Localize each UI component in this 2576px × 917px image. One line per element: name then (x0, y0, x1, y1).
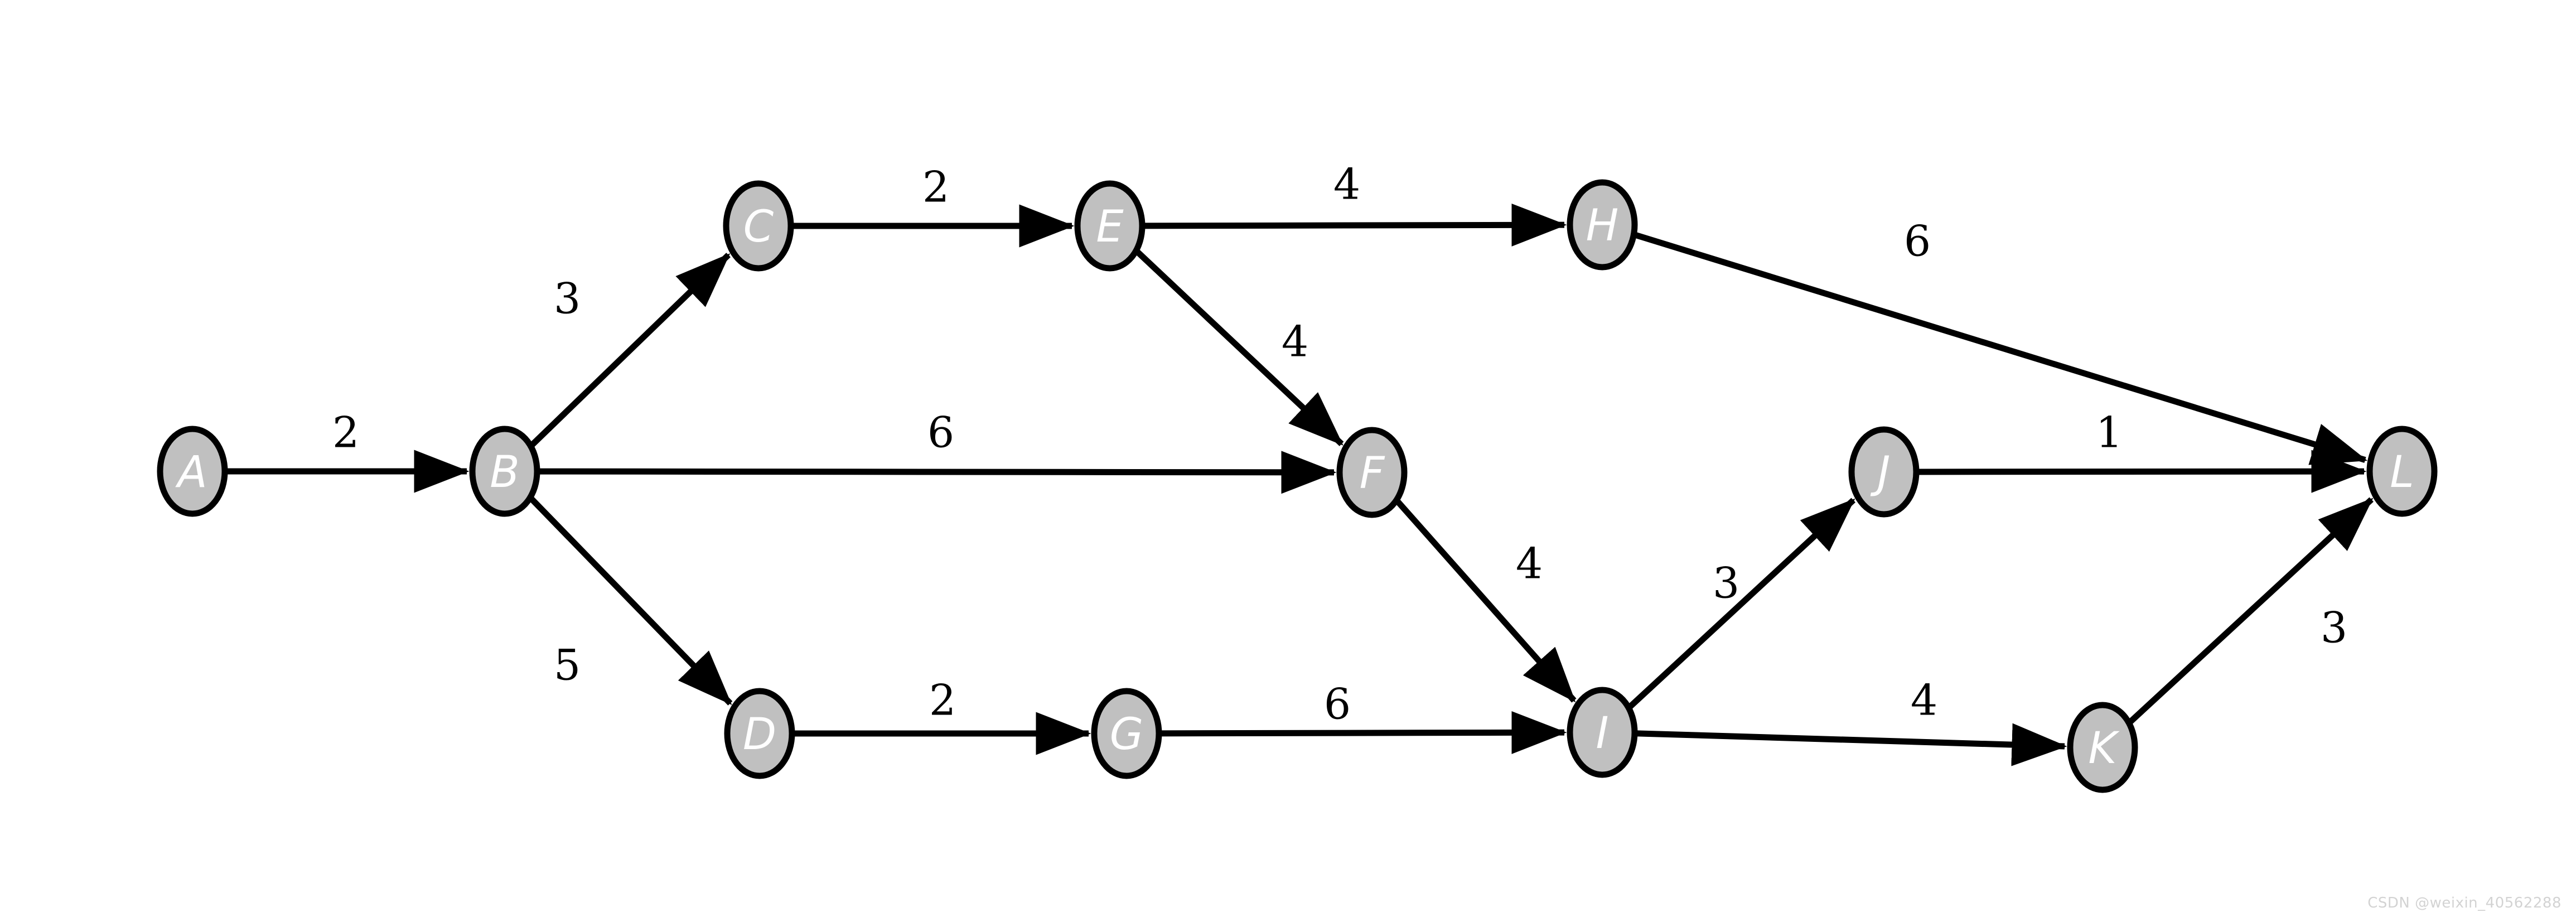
edge-b-to-d (528, 495, 733, 706)
node-e-shape (1074, 180, 1146, 272)
edge-weight-b-d: 5 (554, 640, 581, 690)
node-k-label: K (2088, 723, 2120, 774)
edge-weight-k-l: 3 (2321, 603, 2347, 653)
node-b-label: B (490, 447, 520, 498)
edge-e-to-h (1142, 203, 1567, 247)
node-g[interactable]: G (1091, 688, 1162, 779)
node-i-label: I (1596, 708, 1608, 759)
node-i[interactable]: I (1567, 687, 1638, 778)
edge-b-to-c (528, 253, 731, 448)
edge-weight-d-g: 2 (929, 675, 956, 725)
node-k[interactable]: K (2067, 702, 2138, 793)
node-f[interactable]: F (1336, 427, 1408, 518)
edge-f-to-i (1394, 498, 1577, 703)
node-e-label: E (1096, 202, 1124, 252)
node-b[interactable]: B (469, 426, 540, 517)
edge-i-to-j (1626, 498, 1856, 711)
node-g-shape (1091, 688, 1162, 779)
node-d[interactable]: D (724, 688, 795, 779)
node-h-label: H (1586, 201, 1619, 251)
node-a-label: A (175, 447, 207, 498)
nodes-layer: A B C D E F G H I J K L (157, 179, 2438, 793)
node-d-shape (724, 688, 795, 779)
edge-weight-g-i: 6 (1324, 679, 1351, 729)
watermark: CSDN @weixin_40562288 (2367, 895, 2561, 911)
edge-weight-i-k: 4 (1911, 675, 1937, 725)
node-c-label: C (743, 202, 774, 252)
node-j[interactable]: J (1848, 426, 1920, 518)
node-g-label: G (1110, 710, 1143, 760)
edge-weight-j-l: 1 (2096, 408, 2123, 457)
edge-weight-h-l: 6 (1904, 216, 1931, 266)
node-h[interactable]: H (1567, 179, 1638, 271)
edge-e-to-f (1134, 248, 1344, 446)
edge-weight-b-f: 6 (927, 408, 954, 457)
node-l-shape (2366, 426, 2438, 517)
node-e[interactable]: E (1074, 180, 1146, 272)
edge-i-to-k (1634, 723, 2067, 766)
edge-j-to-l (1916, 450, 2367, 493)
node-h-shape (1567, 179, 1638, 271)
edge-weight-e-f: 4 (1282, 317, 1308, 366)
edge-weight-a-b: 2 (332, 408, 359, 457)
edge-g-to-i (1158, 711, 1567, 754)
edge-weight-f-i: 4 (1516, 539, 1543, 588)
edge-weight-i-j: 3 (1713, 558, 1739, 608)
edge-weight-b-c: 3 (554, 274, 581, 324)
edge-h-to-l (1632, 231, 2368, 465)
node-l-label: L (2390, 447, 2414, 498)
node-i-shape (1567, 687, 1638, 778)
node-d-label: D (743, 710, 776, 760)
node-j-shape (1848, 426, 1920, 518)
node-c-shape (723, 180, 794, 272)
edge-weight-e-h: 4 (1333, 160, 1360, 209)
node-b-shape (469, 426, 540, 517)
node-c[interactable]: C (723, 180, 794, 272)
node-a-shape (157, 426, 228, 517)
node-f-label: F (1360, 448, 1385, 499)
node-l[interactable]: L (2366, 426, 2438, 517)
edge-k-to-l (2126, 497, 2374, 726)
edge-weight-c-e: 2 (922, 162, 949, 212)
edge-weight-labels-layer: 2 3 6 5 2 4 4 2 6 4 6 3 4 1 3 (332, 160, 2347, 729)
node-k-shape (2067, 702, 2138, 793)
node-a[interactable]: A (157, 426, 228, 517)
edge-b-to-f (537, 451, 1337, 494)
node-f-shape (1336, 427, 1408, 518)
edges-layer (225, 203, 2374, 766)
